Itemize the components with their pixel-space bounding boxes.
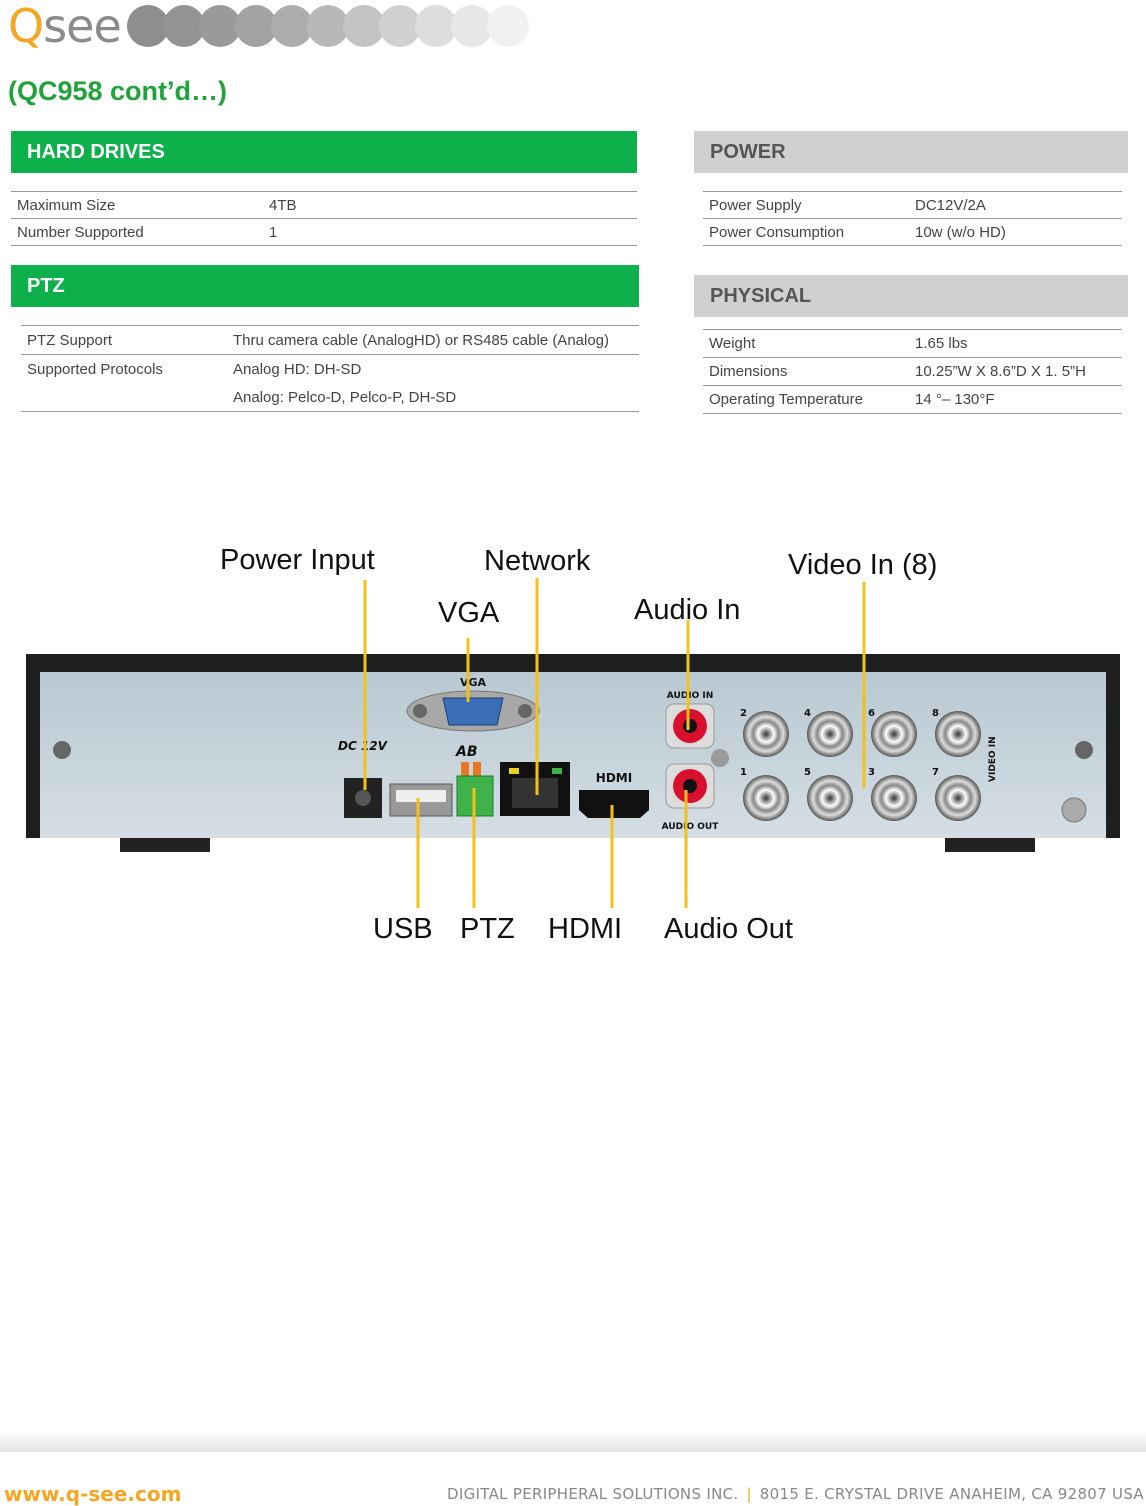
spec-label: Operating Temperature (703, 385, 909, 414)
callout-video-in: Video In (8) (788, 549, 937, 581)
bnc-port (871, 775, 917, 821)
spec-value: Analog: Pelco-D, Pelco-P, DH-SD (227, 383, 639, 412)
spec-label: Maximum Size (11, 191, 263, 219)
bnc-number: 8 (932, 708, 939, 719)
spec-value: DC12V/2A (909, 191, 1122, 219)
panel-label-audio-in: AUDIO IN (667, 691, 713, 701)
callout-power-input: Power Input (220, 544, 375, 576)
bnc-number: 7 (932, 767, 939, 778)
spec-label-empty (21, 383, 227, 412)
spec-label: Number Supported (11, 218, 263, 246)
logo-wordmark: Qsee (8, 0, 122, 53)
panel-label-hdmi: HDMI (596, 771, 632, 785)
bnc-port (807, 775, 853, 821)
bnc-number: 3 (868, 767, 875, 778)
spec-value: 1.65 lbs (909, 329, 1122, 358)
spec-label: Dimensions (703, 357, 909, 386)
hdmi-port: HDMI (579, 771, 649, 818)
bnc-port (871, 711, 917, 757)
logo-dot-pattern (126, 5, 529, 47)
ptz-header: PTZ (11, 265, 639, 307)
vga-port: VGA (406, 676, 540, 732)
panel-label-video-in: VIDEO IN (988, 736, 998, 782)
hard-drives-header: HARD DRIVES (11, 131, 637, 173)
callout-usb: USB (373, 913, 433, 945)
callout-ptz: PTZ (460, 913, 515, 945)
audio-ports: AUDIO IN AUDIO OUT (662, 691, 729, 832)
table-row: Analog: Pelco-D, Pelco-P, DH-SD (21, 383, 639, 412)
footer-separator: | (746, 1485, 752, 1503)
video-in-bnc-ports: 2 4 6 8 1 5 3 7 VIDEO IN (740, 708, 998, 821)
usb-port (389, 783, 453, 817)
spec-label: Weight (703, 329, 909, 358)
footer-website-link[interactable]: www.q-see.com (4, 1482, 182, 1506)
table-row: Weight 1.65 lbs (703, 329, 1122, 358)
bnc-number: 5 (804, 767, 811, 778)
table-row: Power Consumption 10w (w/o HD) (703, 218, 1122, 246)
table-row: Dimensions 10.25”W X 8.6”D X 1. 5”H (703, 357, 1122, 386)
page-subtitle: (QC958 cont’d…) (8, 76, 228, 106)
table-row: Power Supply DC12V/2A (703, 191, 1122, 219)
dc-power-port: DC 12V (338, 739, 389, 818)
network-port (500, 762, 570, 816)
table-row: Operating Temperature 14 °– 130°F (703, 385, 1122, 414)
bnc-port (807, 711, 853, 757)
ptz-table: PTZ Support Thru camera cable (AnalogHD)… (21, 325, 639, 412)
physical-table: Weight 1.65 lbs Dimensions 10.25”W X 8.6… (703, 329, 1122, 414)
physical-header: PHYSICAL (694, 275, 1128, 317)
spec-value: 4TB (263, 191, 637, 219)
table-row: Number Supported 1 (11, 218, 637, 246)
spec-label: Supported Protocols (27, 360, 163, 378)
spec-value: Analog HD: DH-SD (233, 360, 362, 378)
callout-hdmi: HDMI (548, 913, 622, 945)
callout-audio-out: Audio Out (664, 913, 793, 945)
bnc-port (935, 775, 981, 821)
callout-lines (363, 578, 866, 908)
bnc-port (935, 711, 981, 757)
footer-divider (0, 1430, 1146, 1452)
table-row: Maximum Size 4TB (11, 191, 637, 219)
spec-label: Power Consumption (703, 218, 909, 246)
panel-label-ab: AB (455, 744, 478, 760)
spec-label: Power Supply (703, 191, 909, 219)
hard-drives-table: Maximum Size 4TB Number Supported 1 (11, 191, 637, 246)
table-row: PTZ Support Thru camera cable (AnalogHD)… (21, 325, 639, 355)
spec-value: 10.25”W X 8.6”D X 1. 5”H (909, 357, 1122, 386)
footer-company: DIGITAL PERIPHERAL SOLUTIONS INC. (447, 1485, 739, 1503)
callout-audio-in: Audio In (634, 594, 740, 626)
panel-label-audio-out: AUDIO OUT (662, 822, 720, 832)
spec-value: 1 (263, 218, 637, 246)
bnc-number: 1 (740, 767, 747, 778)
qsee-logo: Qsee (8, 2, 529, 50)
bnc-number: 2 (740, 708, 747, 719)
panel-label-dc: DC 12V (338, 739, 389, 753)
table-row: Supported Protocols Analog HD: DH-SD (21, 355, 639, 384)
bnc-port (743, 711, 789, 757)
spec-value: 14 °– 130°F (909, 385, 1122, 414)
spec-label: PTZ Support (21, 325, 227, 355)
footer-street-address: 8015 E. CRYSTAL DRIVE ANAHEIM, CA 92807 … (759, 1485, 1144, 1503)
spec-value: Thru camera cable (AnalogHD) or RS485 ca… (227, 325, 639, 355)
power-header: POWER (694, 131, 1128, 173)
callout-vga: VGA (438, 597, 500, 629)
bnc-port (743, 775, 789, 821)
power-table: Power Supply DC12V/2A Power Consumption … (703, 191, 1122, 246)
rear-panel-diagram: VGA DC 12V AB HDMI AUDIO IN AU (26, 544, 1120, 945)
callout-network: Network (484, 545, 591, 577)
spec-value: 10w (w/o HD) (909, 218, 1122, 246)
bnc-number: 6 (868, 708, 875, 719)
footer-address: DIGITAL PERIPHERAL SOLUTIONS INC. | 8015 E… (447, 1485, 1144, 1503)
bnc-number: 4 (804, 708, 811, 719)
panel-label-vga: VGA (460, 676, 487, 689)
